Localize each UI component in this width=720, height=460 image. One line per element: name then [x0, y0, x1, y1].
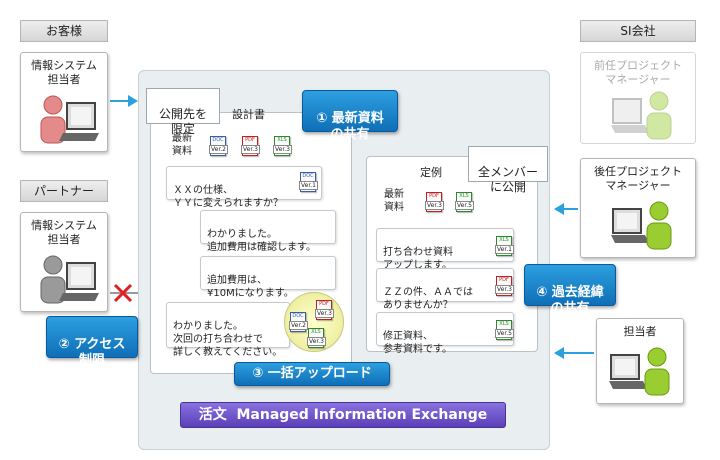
customer-arrowhead-icon — [128, 95, 138, 107]
message-text: ＺＺの件、ＡＡでは ありませんか？ — [383, 287, 473, 311]
message-bubble: 追加費用は、 ¥10Mになります。 — [200, 256, 336, 299]
partner-header-label: パートナー — [33, 184, 94, 198]
doc-type-label: DOC — [212, 137, 224, 143]
successor-pm-box: 後任プロジェクト マネージャー — [580, 158, 696, 258]
message-text: わかりました。 追加費用は確認します。 — [207, 229, 316, 253]
meeting-latest-label: 最新 資料 — [384, 189, 404, 213]
doc-type-label: DOC — [302, 173, 314, 179]
xls-version-label: Ver.3 — [273, 145, 292, 154]
doc-version-label: Ver.1 — [299, 181, 318, 190]
doc-file-icon: DOC Ver.2 — [289, 312, 308, 332]
badge-bulk-upload: ③ 一括アップロード — [234, 362, 390, 386]
xls-version-label: Ver.5 — [495, 329, 514, 338]
message-text: わかりました。 次回の打ち合わせで 詳しく教えてください。 — [173, 321, 283, 358]
person-at-computer-icon — [611, 201, 672, 250]
person-at-computer-icon — [609, 347, 670, 396]
all-members-callout: 全メンバー に公開 — [468, 146, 548, 194]
message-text: 打ち合わせ資料 アップします。 — [383, 247, 453, 271]
person-at-computer-icon — [611, 91, 672, 140]
badge-access-restrict-label: ② アクセス 制限 — [58, 337, 126, 368]
xls-version-label: Ver.1 — [495, 245, 514, 254]
partner-header: パートナー — [20, 180, 108, 202]
message-bubble: ＸＸの仕様、 ＹＹに変えられますか？ — [166, 166, 322, 209]
pdf-file-icon: PDF Ver.3 — [241, 136, 260, 156]
customer-header-label: お客様 — [45, 24, 82, 38]
customer-arrow — [110, 100, 132, 102]
partner-actor-label: 情報システム 担当者 — [31, 219, 97, 246]
message-text: 追加費用は、 ¥10Mになります。 — [207, 275, 294, 299]
xls-type-label: XLS — [277, 137, 287, 143]
badge-share-latest-label: ① 最新資料 の共有 — [316, 111, 384, 142]
pdf-type-label: PDF — [319, 301, 329, 307]
limit-callout-label: 公開先を 限定 — [158, 107, 207, 136]
partner-actor-box: 情報システム 担当者 — [20, 212, 108, 312]
successor-arrow — [562, 208, 578, 210]
pdf-file-icon: PDF Ver.3 — [495, 276, 514, 296]
customer-actor-box: 情報システム 担当者 — [20, 52, 108, 152]
doc-version-label: Ver.2 — [289, 321, 308, 330]
former-pm-box: 前任プロジェクト マネージャー — [580, 52, 696, 144]
customer-actor-label: 情報システム 担当者 — [31, 59, 97, 86]
successor-pm-label: 後任プロジェクト マネージャー — [594, 165, 682, 192]
all-members-callout-label: 全メンバー に公開 — [477, 165, 538, 194]
message-bubble: わかりました。 次回の打ち合わせで 詳しく教えてください。 — [166, 302, 290, 358]
xls-type-label: XLS — [459, 193, 469, 199]
design-doc-title: 設計書 — [232, 108, 265, 121]
limit-callout: 公開先を 限定 — [146, 88, 220, 136]
doc-file-icon: DOC Ver.2 — [209, 136, 228, 156]
person-arrow — [562, 352, 594, 354]
pdf-version-label: Ver.3 — [425, 201, 444, 210]
si-header-label: SI会社 — [620, 24, 656, 38]
message-bubble: 打ち合わせ資料 アップします。 — [376, 228, 514, 271]
pdf-type-label: PDF — [499, 277, 509, 283]
message-bubble: わかりました。 追加費用は確認します。 — [200, 210, 336, 253]
person-label: 担当者 — [623, 325, 657, 338]
person-box: 担当者 — [596, 318, 684, 404]
message-text: 修正資料、 参考資料です。 — [383, 331, 452, 355]
latest-docs-label: 最新 資料 — [172, 133, 192, 157]
badge-history-share-label: ④ 過去経緯 の共有 — [536, 285, 604, 316]
xls-type-label: XLS — [499, 237, 509, 243]
meeting-title: 定例 — [420, 166, 442, 179]
product-name: 活文 Managed Information Exchange — [198, 407, 488, 423]
pdf-version-label: Ver.3 — [315, 309, 334, 318]
xls-type-label: XLS — [311, 329, 321, 335]
pdf-type-label: PDF — [245, 137, 255, 143]
pdf-type-label: PDF — [429, 193, 439, 199]
xls-file-icon: XLS Ver.1 — [495, 236, 514, 256]
xls-file-icon: XLS Ver.3 — [273, 136, 292, 156]
pdf-version-label: Ver.3 — [241, 145, 260, 154]
product-banner: 活文 Managed Information Exchange — [180, 402, 506, 428]
xls-version-label: Ver.5 — [455, 201, 474, 210]
xls-file-icon: XLS Ver.5 — [455, 192, 474, 212]
doc-version-label: Ver.2 — [209, 145, 228, 154]
xls-version-label: Ver.3 — [307, 337, 326, 346]
badge-bulk-upload-label: ③ 一括アップロード — [252, 366, 372, 381]
person-at-computer-icon — [40, 255, 99, 304]
doc-file-icon: DOC Ver.1 — [299, 172, 318, 192]
deny-x-icon — [113, 283, 133, 303]
message-bubble: 修正資料、 参考資料です。 — [376, 312, 514, 355]
pdf-version-label: Ver.3 — [495, 285, 514, 294]
si-header: SI会社 — [580, 20, 696, 42]
message-bubble: ＺＺの件、ＡＡでは ありませんか？ — [376, 268, 514, 311]
xls-type-label: XLS — [499, 321, 509, 327]
badge-share-latest: ① 最新資料 の共有 — [302, 90, 398, 142]
successor-arrowhead-icon — [554, 203, 564, 215]
badge-history-share: ④ 過去経緯 の共有 — [524, 264, 616, 316]
person-at-computer-icon — [40, 95, 99, 144]
former-pm-label: 前任プロジェクト マネージャー — [594, 59, 682, 86]
pdf-file-icon: PDF Ver.3 — [315, 300, 334, 320]
xls-file-icon: XLS Ver.5 — [495, 320, 514, 340]
customer-header: お客様 — [20, 20, 108, 42]
message-text: ＸＸの仕様、 ＹＹに変えられますか？ — [173, 185, 283, 209]
person-arrowhead-icon — [554, 347, 564, 359]
pdf-file-icon: PDF Ver.3 — [425, 192, 444, 212]
xls-file-icon: XLS Ver.3 — [307, 328, 326, 348]
badge-access-restrict: ② アクセス 制限 — [46, 316, 138, 368]
doc-type-label: DOC — [292, 313, 304, 319]
